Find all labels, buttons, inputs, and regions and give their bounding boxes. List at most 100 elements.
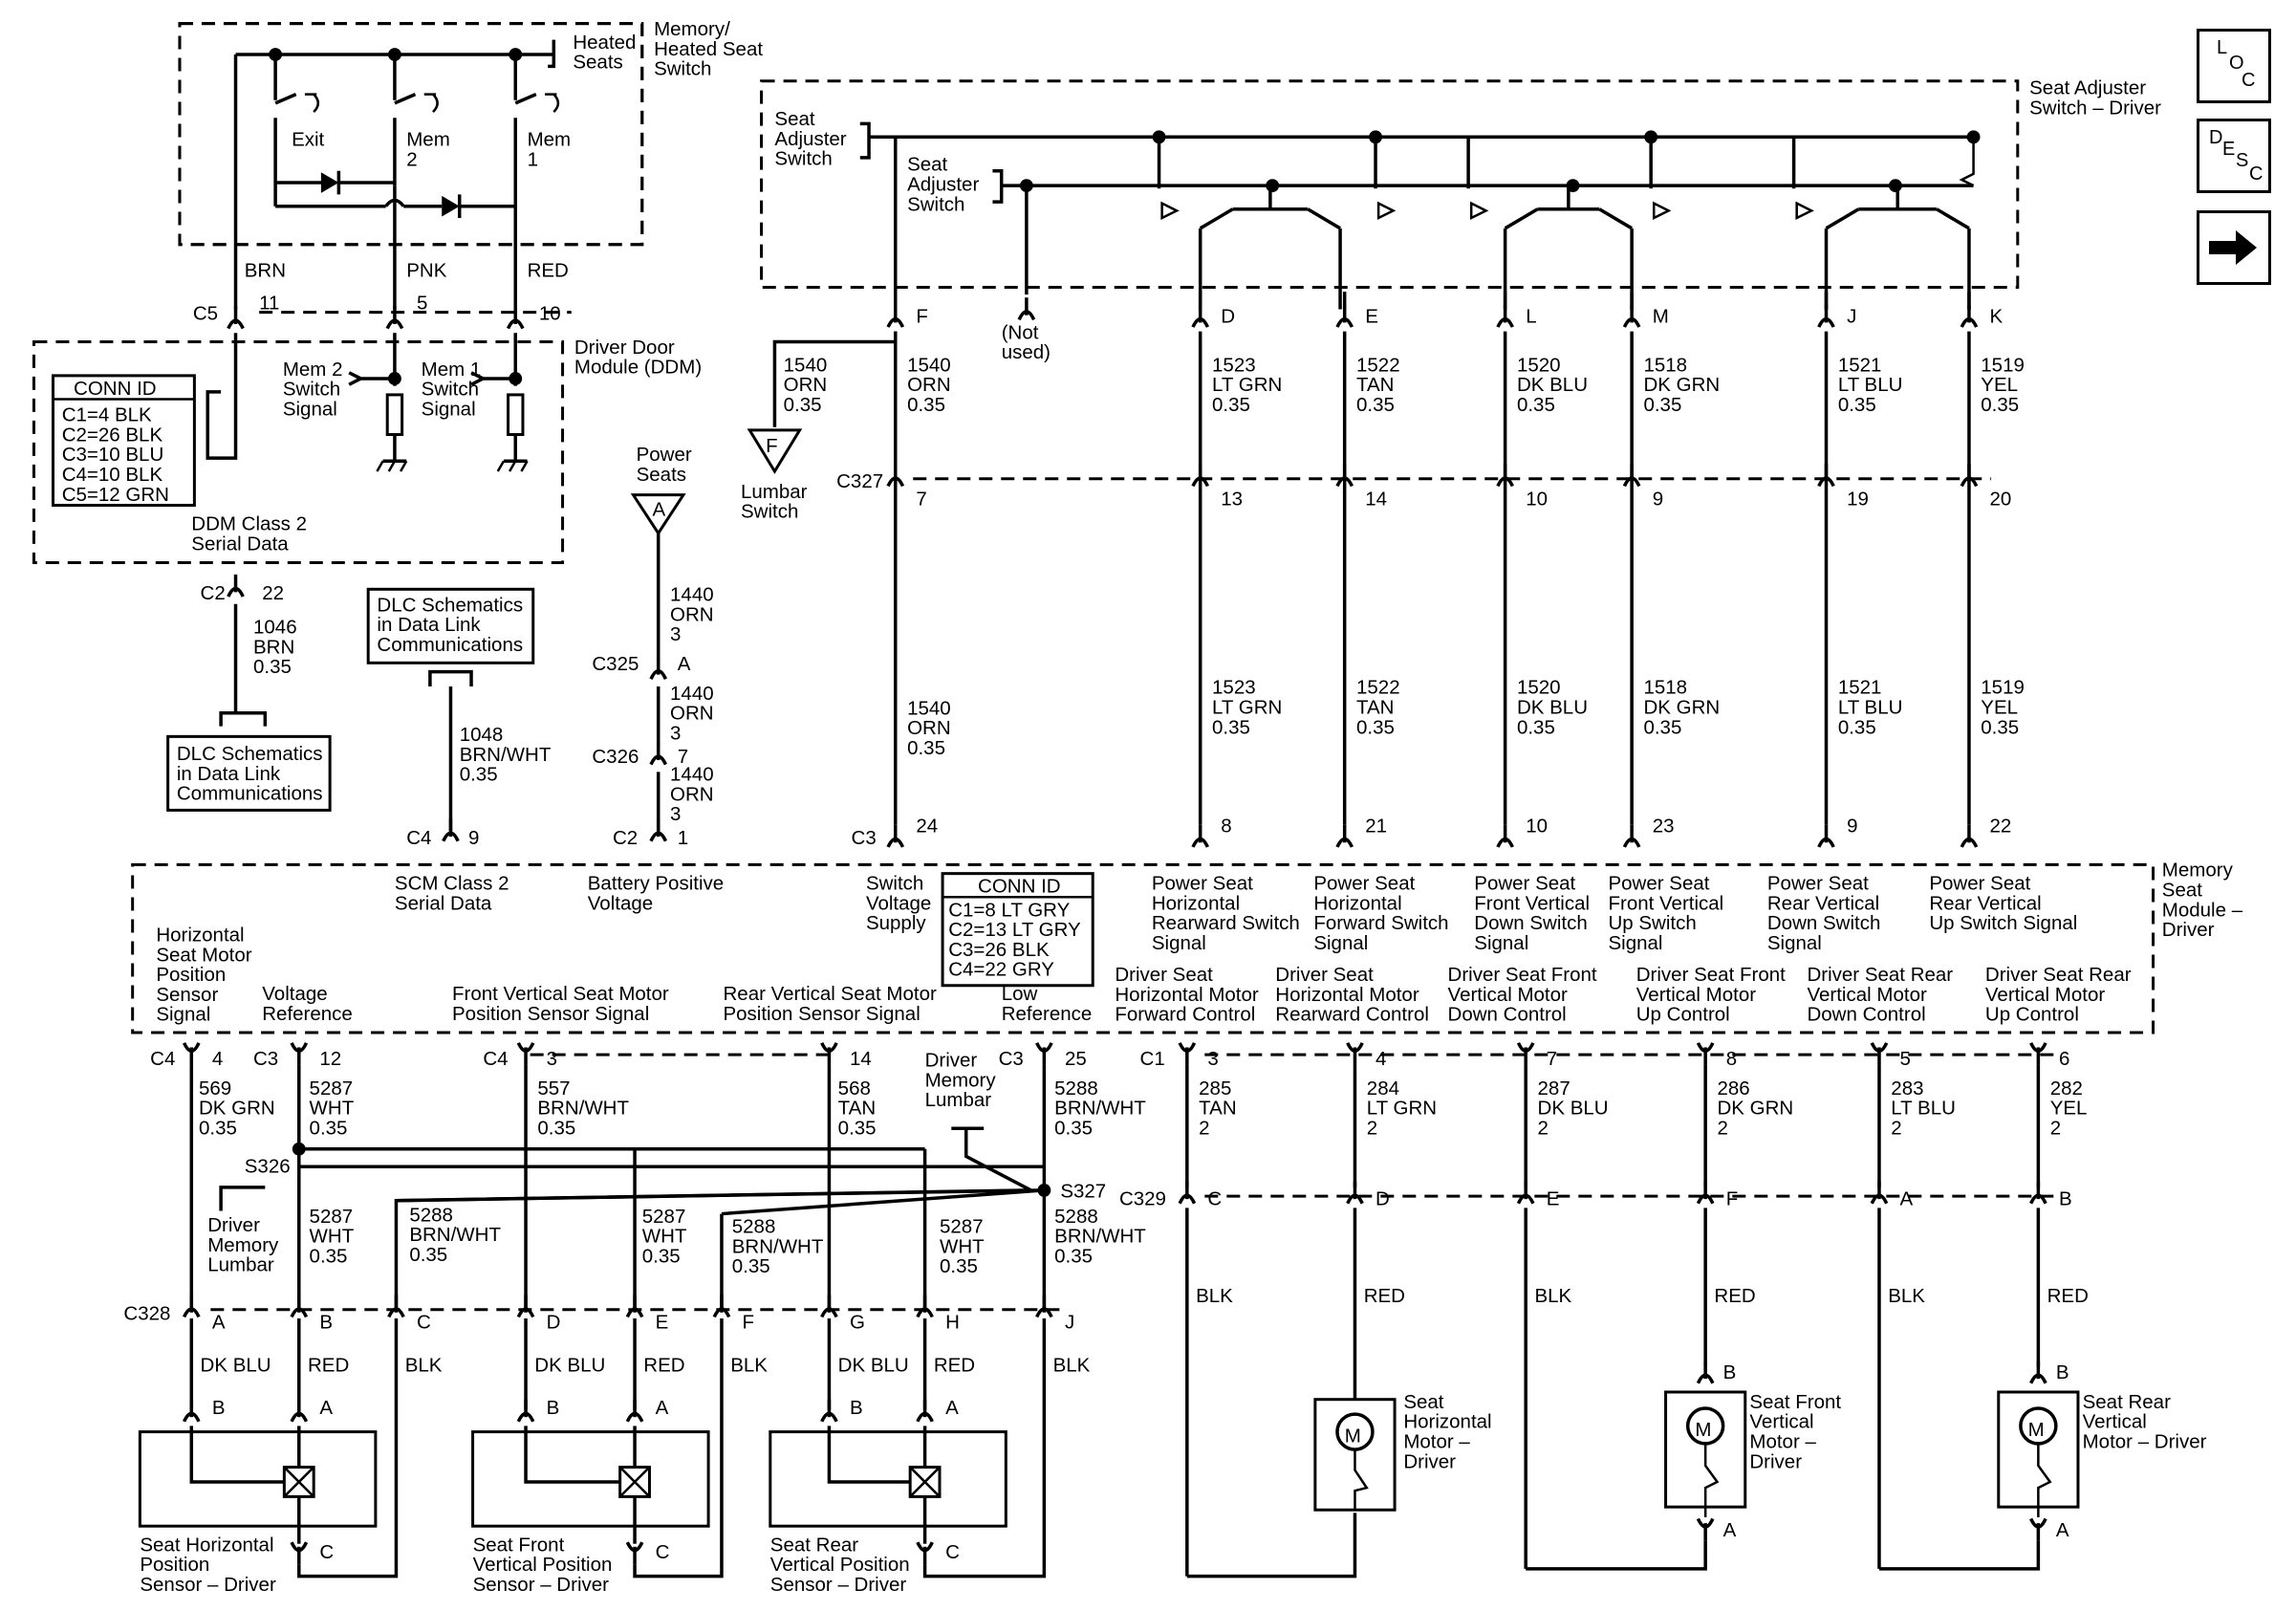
adj-contact-arrow — [1469, 201, 1489, 221]
c327-pin-label: 10 — [1526, 488, 1548, 510]
adj-contact-blade — [1825, 207, 1860, 230]
c1-pin-label: 6 — [2059, 1048, 2069, 1070]
sensor-pin-label-a: A — [656, 1397, 669, 1419]
motor-switch — [1354, 1449, 1369, 1511]
adj-contact-blade — [1199, 207, 1234, 230]
switch-junction — [387, 48, 401, 61]
bus-junction — [1888, 179, 1902, 193]
next-page-button[interactable] — [2197, 210, 2271, 285]
c2-batt-pin: 1 — [678, 827, 688, 849]
c4-scm-label: C4 — [406, 827, 431, 849]
sensor-element-x — [909, 1466, 941, 1498]
c329-pin-label: E — [1547, 1187, 1560, 1209]
ground-icon — [496, 460, 506, 472]
c1-pin-label: 5 — [1900, 1048, 1911, 1070]
ground-icon — [387, 460, 397, 472]
adj-contact-arrow — [1959, 137, 1975, 187]
right-arrow-icon — [2209, 230, 2257, 265]
c2-batt-label: C2 — [613, 827, 638, 849]
adj-pin-label: F — [916, 305, 928, 327]
pnk-label: PNK — [406, 260, 446, 282]
c328-label: C328 — [123, 1302, 170, 1324]
c1-pin-label: 4 — [1375, 1048, 1386, 1070]
sensor-pin-label-c: C — [319, 1541, 334, 1563]
msm-conn-title: CONN ID — [978, 876, 1061, 898]
c328-pin-label: F — [743, 1312, 755, 1334]
c328-color-label: RED — [643, 1354, 684, 1376]
c328-pin-label: G — [850, 1312, 865, 1334]
power-seats-triangle — [630, 493, 686, 536]
c329-pin-label: D — [1375, 1187, 1390, 1209]
sensor-pin-label-c: C — [656, 1541, 670, 1563]
module-bottom-pin: 25 — [1065, 1048, 1087, 1070]
ground-icon — [520, 460, 529, 472]
lumbar-branch — [219, 1186, 266, 1211]
adj-pin-label: M — [1653, 305, 1669, 327]
loc-button[interactable]: L O C — [2197, 29, 2271, 103]
power-seats-a: A — [653, 498, 666, 520]
heated-bracket — [548, 39, 556, 69]
desc-letter-d: D — [2209, 127, 2223, 148]
motor-switch — [2037, 1443, 2052, 1517]
c327-pin-label: 7 — [916, 488, 926, 510]
c3-label: C3 — [852, 827, 877, 849]
c326-label: C326 — [592, 746, 639, 768]
5288-bus — [394, 1188, 1031, 1310]
diode-icon — [320, 172, 339, 193]
exit-label: Exit — [292, 129, 324, 151]
adj-pin-label: D — [1221, 305, 1235, 327]
position-sensor-box — [769, 1430, 1007, 1528]
sensor-element-x — [283, 1466, 315, 1498]
sensor-ground-wire — [297, 1409, 399, 1578]
c3-label-lower-2: C3 — [999, 1048, 1024, 1070]
desc-letter-e: E — [2222, 139, 2236, 160]
bus-junction — [1019, 179, 1033, 193]
desc-button[interactable]: D E S C — [2197, 119, 2271, 193]
s326-label: S326 — [245, 1155, 291, 1177]
motor-pin-a-label: A — [2056, 1519, 2069, 1541]
ddm-conn-title: CONN ID — [74, 378, 157, 400]
c327-pin-label: 19 — [1847, 488, 1869, 510]
loc-letter-c: C — [2242, 70, 2256, 91]
switch-blade — [514, 92, 537, 105]
adj-bracket — [859, 121, 871, 160]
c3-pin-label: 24 — [916, 816, 938, 838]
c3-label-lower: C3 — [253, 1048, 278, 1070]
c328-color-label: BLK — [1053, 1354, 1091, 1376]
c328-pin-label: H — [945, 1312, 960, 1334]
sensor-pin-label-c: C — [945, 1541, 960, 1563]
motor-pin-a-label: A — [1723, 1519, 1737, 1541]
c327-pin-label: 13 — [1221, 488, 1243, 510]
memory-switch-dash — [178, 22, 644, 247]
c1-pin-label: 7 — [1547, 1048, 1557, 1070]
